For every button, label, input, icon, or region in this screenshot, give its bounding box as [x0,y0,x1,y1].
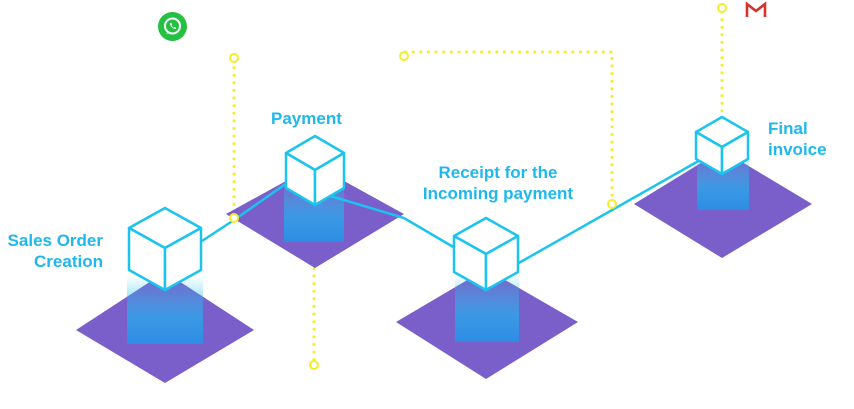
whatsapp-icon [158,12,187,41]
cube-receipt [452,216,520,292]
label-receipt: Receipt for the Incoming payment [416,162,580,204]
label-payment-line1: Payment [271,109,342,128]
label-final-invoice-line1: Final [768,119,808,138]
flow-line-2 [516,153,710,266]
label-final-invoice: Final invoice [768,118,827,160]
node-2 [229,213,239,223]
node-4 [399,51,409,61]
cube-final-invoice [694,115,750,176]
dotted-connectors [232,10,724,364]
label-sales-order-line1: Sales Order [7,231,103,250]
label-payment: Payment [271,108,342,129]
label-receipt-line1: Receipt for the [438,163,558,182]
label-final-invoice-line2: invoice [768,140,827,159]
node-1 [229,53,239,63]
cube-sales-order [127,206,203,292]
node-6 [717,3,727,13]
node-3 [309,360,319,370]
label-receipt-line2: Incoming payment [422,184,574,203]
dotted-line-3 [402,50,614,206]
label-sales-order-line2: Creation [34,252,103,271]
gmail-icon [745,1,767,17]
node-5 [607,199,617,209]
label-sales-order: Sales Order Creation [0,230,103,272]
connector-nodes [229,3,727,370]
cube-payment [284,134,346,207]
cubes [127,115,750,292]
